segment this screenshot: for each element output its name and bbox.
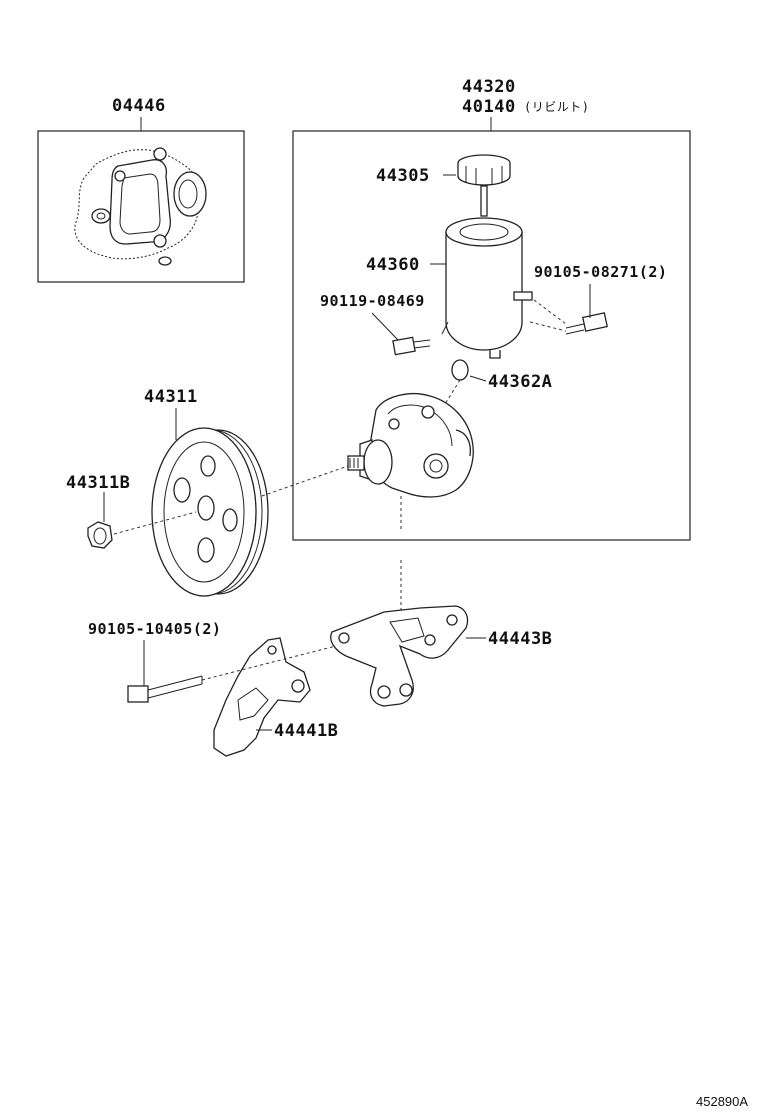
bracket-44441b: [213, 637, 311, 757]
label-bolt-08469[interactable]: 90119-08469: [320, 292, 425, 310]
o-ring-small: [91, 208, 111, 224]
bolt-90105-08271: [565, 312, 608, 335]
o-ring-leader: [469, 375, 487, 382]
bolt-08271-axis2: [533, 299, 567, 325]
label-pump-assy[interactable]: 44320: [462, 77, 516, 97]
label-bolt-08271[interactable]: 90105-08271(2): [534, 263, 667, 281]
pulley: [151, 427, 269, 597]
gasket-kit-group: [37, 117, 245, 283]
label-rebuilt-note: (リビルト): [524, 100, 589, 114]
pump-body: [347, 393, 474, 498]
label-bracket-44443b[interactable]: 44443B: [488, 629, 552, 649]
reservoir-tank: [441, 217, 533, 359]
bolt-08469-leader: [371, 312, 399, 341]
reservoir-cap: [457, 154, 511, 217]
label-pulley[interactable]: 44311: [144, 387, 198, 407]
bolt-90105-10405: [127, 675, 203, 703]
o-ring-tiny: [158, 256, 172, 266]
label-gasket-kit[interactable]: 04446: [112, 96, 166, 116]
bracket-44443b: [330, 605, 469, 707]
label-bracket-44441b[interactable]: 44441B: [274, 721, 338, 741]
o-ring-small-inner: [96, 212, 106, 220]
pump-body-outline: [74, 149, 203, 260]
label-pulley-nut[interactable]: 44311B: [66, 473, 130, 493]
gasket-bolt-hole: [153, 234, 167, 248]
bolt-90119-08469: [392, 336, 431, 356]
label-reservoir[interactable]: 44360: [366, 255, 420, 275]
gasket-bolt-hole: [153, 147, 167, 161]
gasket-bolt-hole: [114, 170, 126, 182]
bracket-bolt-axis: [201, 645, 337, 681]
pulley-nut-axis: [113, 511, 197, 535]
label-bolt-10405[interactable]: 90105-10405(2): [88, 620, 221, 638]
figure-reference: 452890A: [696, 1094, 748, 1109]
label-reservoir-cap[interactable]: 44305: [376, 166, 430, 186]
pulley-nut: [87, 521, 113, 549]
label-o-ring[interactable]: 44362A: [488, 372, 552, 392]
pump-gasket: [109, 159, 171, 245]
bolt-08271-axis: [529, 321, 567, 332]
o-ring-44362a: [451, 359, 469, 381]
pump-assembly-group: [292, 117, 691, 541]
side-seal-inner: [178, 179, 198, 209]
label-pump-assy-rebuilt[interactable]: 40140: [462, 97, 516, 117]
pump-gasket-inner: [119, 173, 161, 235]
pulley-axis: [261, 465, 349, 497]
